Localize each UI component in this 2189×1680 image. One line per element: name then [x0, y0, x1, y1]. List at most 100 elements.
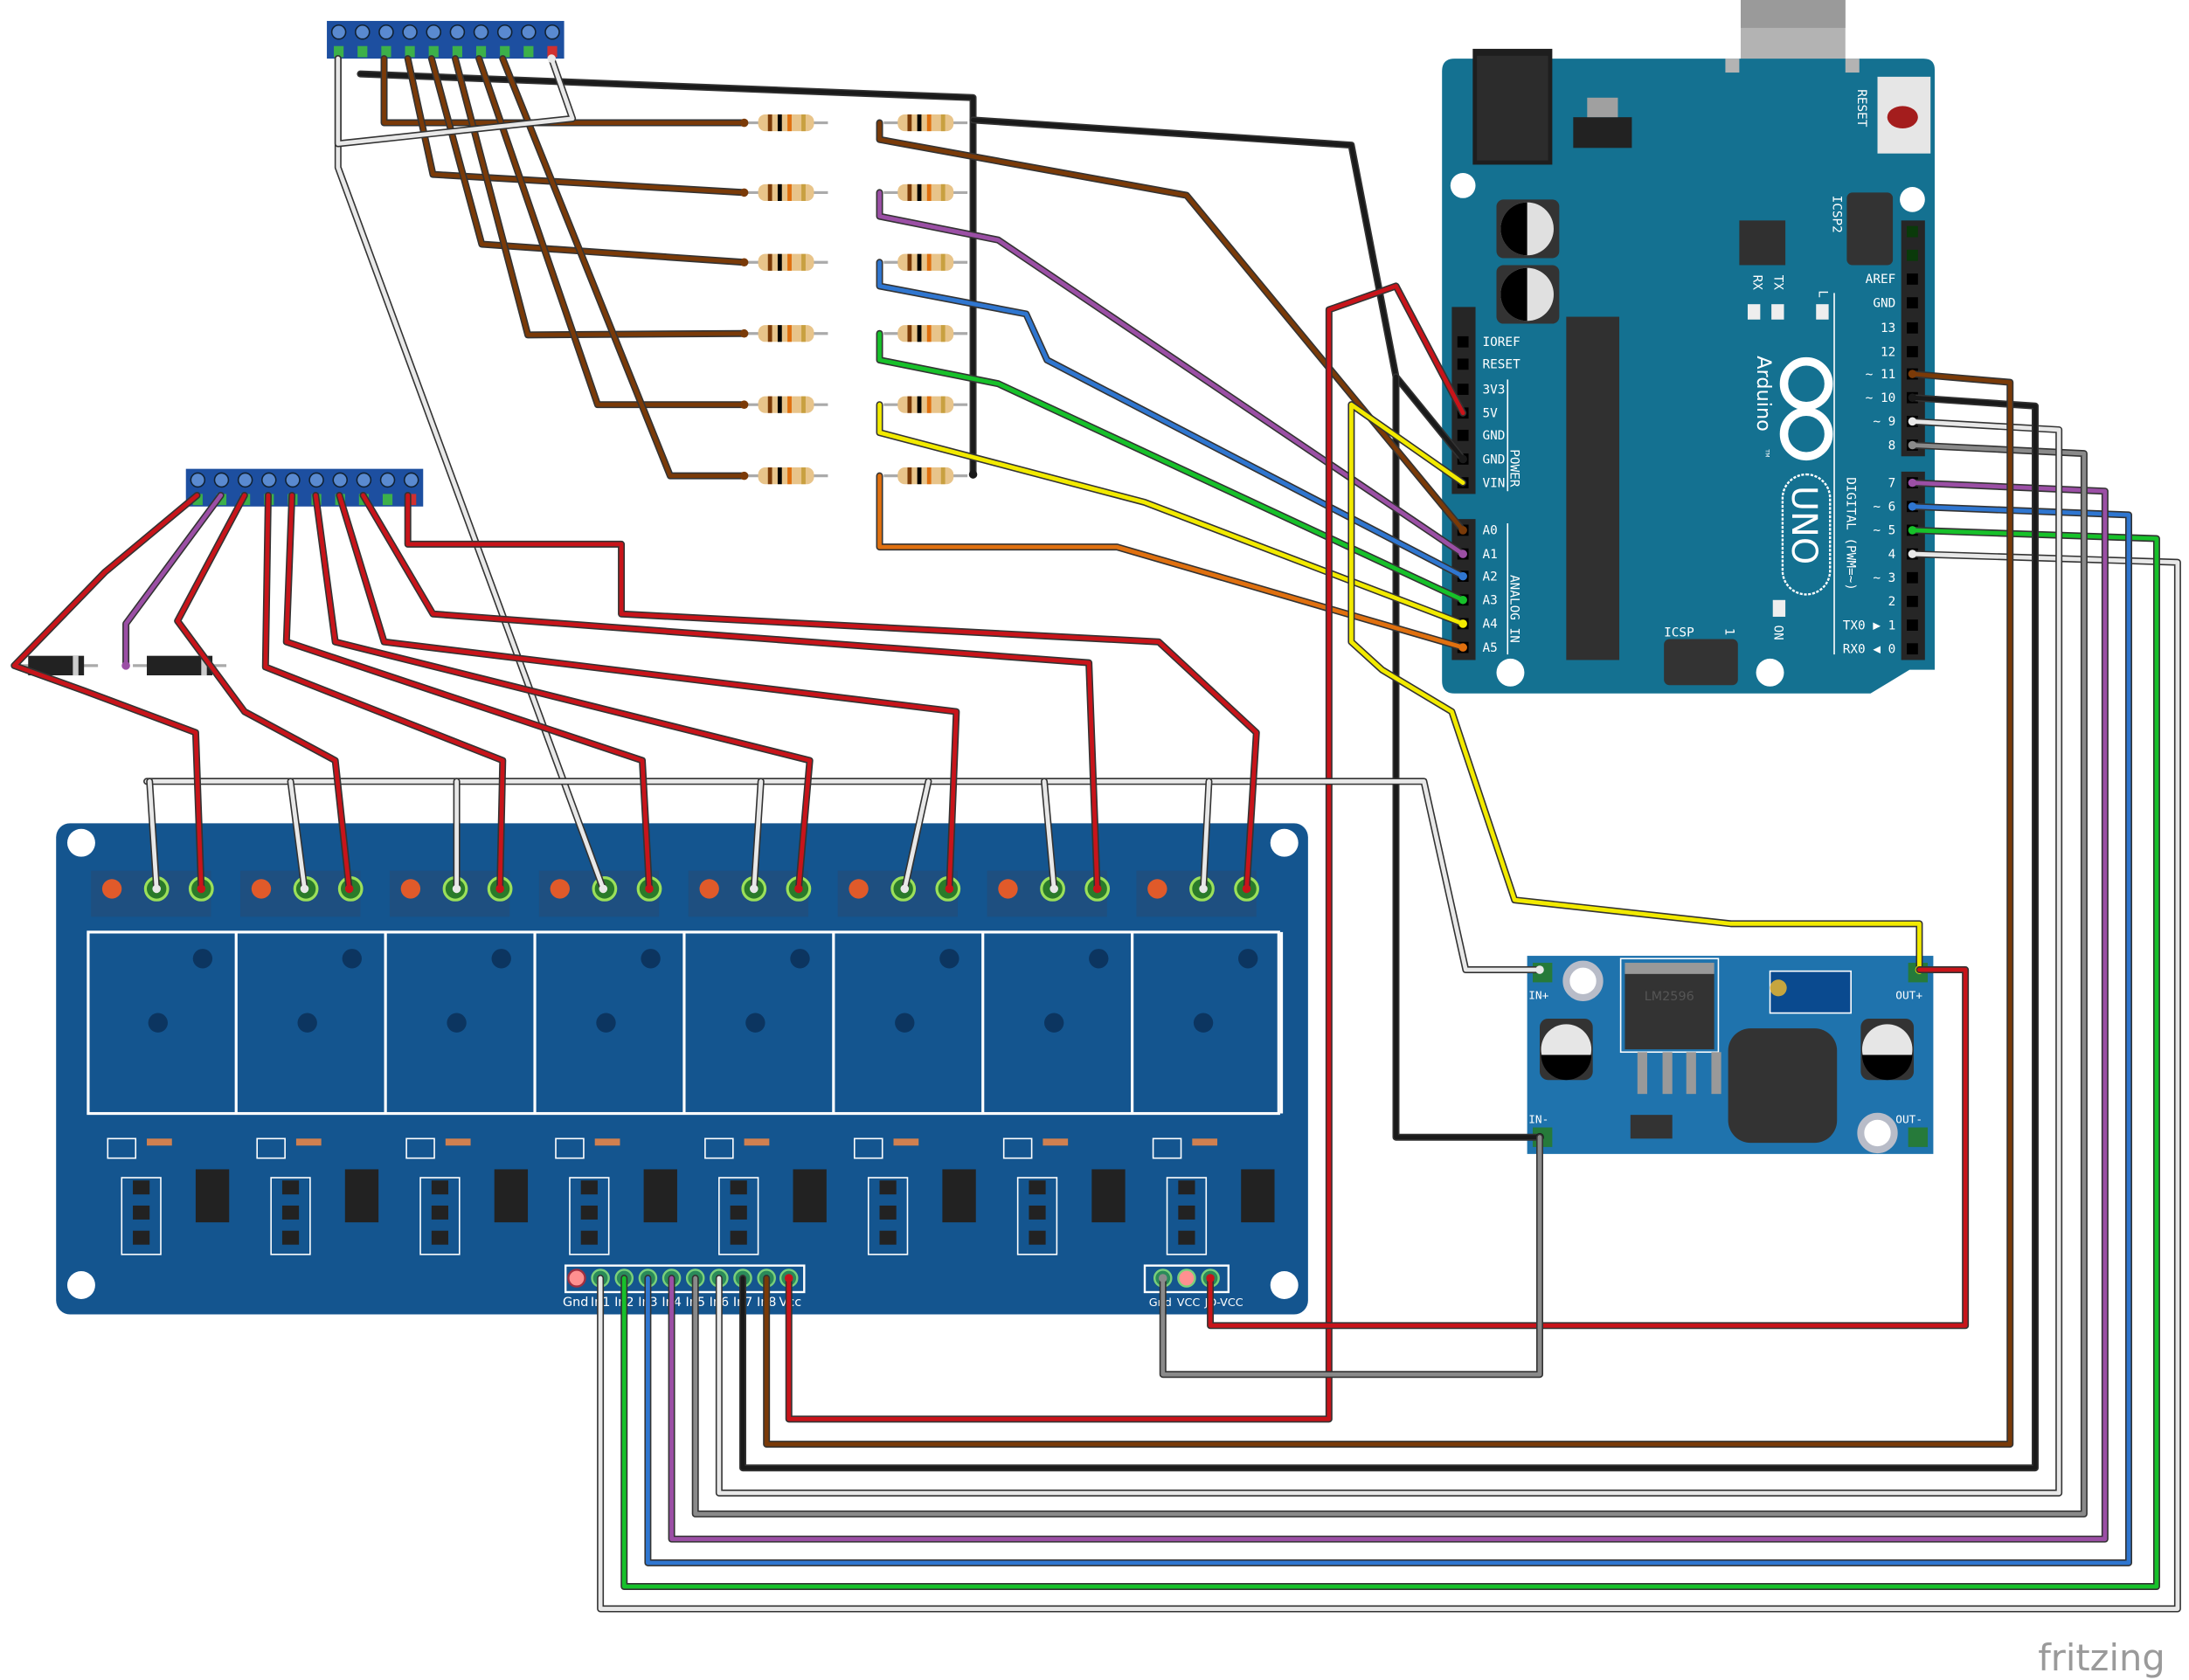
wire-end[interactable] [645, 884, 654, 894]
terminal-pin[interactable] [382, 494, 393, 506]
resistor[interactable] [744, 253, 828, 271]
wire-end[interactable] [739, 471, 749, 480]
header-pin[interactable] [1907, 595, 1918, 607]
terminal-pin[interactable] [547, 45, 558, 58]
brown-wire[interactable] [877, 121, 1465, 533]
wire-end[interactable] [1908, 550, 1917, 558]
terminal-screw[interactable] [473, 24, 489, 40]
terminal-screw[interactable] [285, 472, 301, 488]
header-pin[interactable] [1907, 273, 1918, 285]
wire-end[interactable] [784, 1274, 793, 1282]
wire-end[interactable] [1908, 440, 1917, 450]
wire-end[interactable] [1458, 643, 1467, 652]
yellow-wire[interactable] [1348, 402, 1922, 972]
wire-end[interactable] [794, 884, 803, 894]
wire-end[interactable] [1908, 417, 1917, 426]
resistor[interactable] [744, 396, 828, 413]
wire-end[interactable] [1199, 884, 1208, 894]
terminal-screw[interactable] [449, 24, 466, 40]
terminal-screw[interactable] [544, 24, 560, 40]
red-wire[interactable] [313, 493, 813, 891]
wire-end[interactable] [300, 884, 309, 894]
resistor[interactable] [883, 396, 968, 413]
wire-end[interactable] [1049, 884, 1058, 894]
red-wire[interactable] [786, 284, 1465, 1421]
wire-end[interactable] [1458, 571, 1467, 581]
wire-end[interactable] [739, 328, 749, 338]
wire-end[interactable] [1908, 370, 1917, 378]
resistor[interactable] [744, 114, 828, 132]
terminal-pin[interactable] [334, 45, 344, 58]
terminal-screw[interactable] [426, 24, 442, 40]
terminal-screw[interactable] [190, 472, 206, 488]
wire-end[interactable] [945, 884, 954, 894]
white-wire[interactable] [147, 779, 159, 891]
wire-end[interactable] [968, 470, 978, 479]
header-pin[interactable] [1457, 429, 1469, 441]
terminal-pin[interactable] [452, 45, 462, 58]
wire-end[interactable] [1206, 1274, 1215, 1282]
black-wire[interactable] [357, 72, 975, 477]
blue-wire[interactable] [877, 259, 1465, 579]
brown-wire[interactable] [453, 56, 747, 337]
header-pin[interactable] [1907, 249, 1918, 261]
resistor[interactable] [883, 467, 968, 485]
brown-wire[interactable] [500, 56, 747, 479]
red-wire[interactable] [337, 493, 959, 891]
terminal-screw[interactable] [379, 472, 396, 488]
red-wire[interactable] [284, 493, 652, 891]
terminal-pin[interactable] [192, 494, 203, 506]
header-pin[interactable] [1907, 346, 1918, 357]
wire-end[interactable] [739, 258, 749, 267]
terminal-screw[interactable] [402, 24, 418, 40]
header-pin[interactable] [1457, 358, 1469, 370]
orange-wire[interactable] [877, 474, 1465, 650]
white-wire[interactable] [144, 779, 1542, 972]
white-wire[interactable] [336, 56, 575, 146]
wire-end[interactable] [152, 884, 161, 894]
wire-end[interactable] [452, 884, 461, 894]
terminal-screw[interactable] [998, 879, 1018, 899]
wire-end[interactable] [749, 884, 759, 894]
terminal-pin[interactable] [381, 45, 391, 58]
wire-end[interactable] [739, 188, 749, 197]
header-pin[interactable] [1177, 1269, 1196, 1288]
wire-end[interactable] [1908, 393, 1917, 402]
terminal-pin[interactable] [357, 45, 368, 58]
white-wire[interactable] [598, 551, 2180, 1611]
green-wire[interactable] [621, 528, 2159, 1589]
terminal-screw[interactable] [378, 24, 394, 40]
header-pin[interactable] [1907, 643, 1918, 655]
header-pin[interactable] [1457, 384, 1469, 396]
resistor[interactable] [744, 325, 828, 342]
resistor[interactable] [744, 183, 828, 201]
wire-end[interactable] [495, 884, 504, 894]
header-pin[interactable] [567, 1269, 586, 1288]
brown-wire[interactable] [764, 371, 2012, 1447]
gray-wire[interactable] [693, 443, 2087, 1517]
white-wire[interactable] [1042, 779, 1056, 891]
brown-wire[interactable] [382, 56, 747, 125]
wire-end[interactable] [1458, 550, 1467, 558]
header-pin[interactable] [1907, 619, 1918, 631]
header-pin[interactable] [1907, 225, 1918, 238]
red-wire[interactable] [361, 493, 1100, 891]
red-wire[interactable] [11, 493, 204, 891]
terminal-screw[interactable] [849, 879, 869, 899]
terminal-screw[interactable] [1147, 879, 1167, 899]
terminal-screw[interactable] [699, 879, 719, 899]
terminal-pin[interactable] [475, 45, 487, 58]
white-wire[interactable] [902, 779, 931, 891]
purple-wire[interactable] [123, 493, 224, 668]
terminal-screw[interactable] [308, 472, 324, 488]
wire-end[interactable] [1908, 478, 1917, 487]
terminal-screw[interactable] [550, 879, 570, 899]
wire-end[interactable] [1908, 501, 1917, 511]
brown-wire[interactable] [476, 56, 747, 407]
wire-end[interactable] [739, 118, 749, 128]
white-wire[interactable] [752, 779, 764, 891]
terminal-screw[interactable] [403, 472, 419, 488]
resistor[interactable] [744, 467, 828, 485]
gray-wire[interactable] [1160, 1135, 1542, 1377]
terminal-screw[interactable] [260, 472, 277, 488]
